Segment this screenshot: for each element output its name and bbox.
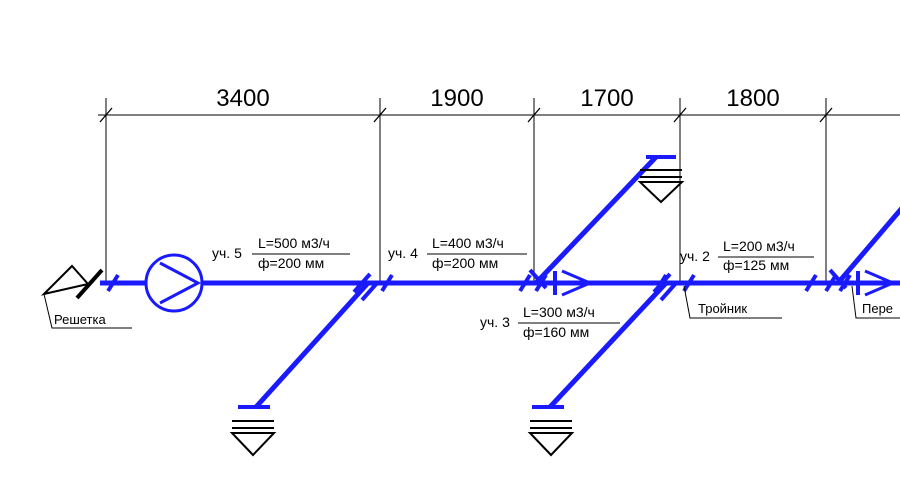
dimension-tick bbox=[819, 107, 833, 123]
dimension-value: 1900 bbox=[430, 85, 483, 112]
dimension-chain: 3400 1900 1700 1800 bbox=[98, 85, 900, 285]
dimension-tick bbox=[99, 107, 113, 123]
dimension-tick bbox=[373, 107, 387, 123]
tee-callout-text: Тройник bbox=[698, 301, 747, 316]
diffuser-icon bbox=[229, 432, 277, 457]
dimension-tick bbox=[527, 107, 541, 123]
fan-icon bbox=[144, 253, 204, 313]
section-name: уч. 3 bbox=[480, 314, 510, 330]
diffuser-icon bbox=[527, 432, 575, 457]
duct-joint bbox=[106, 273, 120, 293]
terminal-symbol bbox=[637, 169, 685, 204]
section-name: уч. 2 bbox=[680, 248, 710, 264]
fan-symbol bbox=[144, 253, 204, 313]
branch-duct bbox=[828, 206, 900, 290]
section-label-5: уч. 5 L=500 м3/ч ф=200 мм bbox=[212, 235, 350, 271]
section-flow: L=400 м3/ч bbox=[432, 235, 504, 251]
dimension-value: 1700 bbox=[580, 85, 633, 112]
branch-duct bbox=[528, 155, 676, 290]
branch-duct bbox=[532, 272, 679, 409]
diffuser-icon bbox=[637, 181, 685, 204]
flow-arrow-icon bbox=[553, 269, 594, 297]
section-label-4: уч. 4 L=400 м3/ч ф=200 мм bbox=[388, 235, 527, 271]
grille-flange-icon bbox=[75, 268, 104, 300]
dimension-value: 1800 bbox=[726, 85, 779, 112]
section-diameter: ф=160 мм bbox=[523, 324, 589, 340]
tee-callout: Тройник bbox=[683, 285, 782, 319]
section-name: уч. 5 bbox=[212, 245, 242, 261]
grille-symbol bbox=[40, 264, 104, 300]
flow-arrow-icon bbox=[856, 269, 897, 297]
terminal-symbol bbox=[527, 420, 575, 457]
grille-icon bbox=[40, 264, 90, 296]
terminal-symbol bbox=[229, 420, 277, 457]
branch-duct bbox=[238, 272, 380, 409]
dimension-tick bbox=[673, 107, 687, 123]
section-flow: L=200 м3/ч bbox=[723, 238, 795, 254]
section-flow: L=300 м3/ч bbox=[523, 304, 595, 320]
fan-arrow-icon bbox=[159, 261, 202, 305]
section-label-3: уч. 3 L=300 м3/ч ф=160 мм bbox=[480, 304, 620, 340]
section-diameter: ф=200 мм bbox=[432, 255, 498, 271]
transition-callout-text: Пере bbox=[862, 301, 893, 316]
section-diameter: ф=125 мм bbox=[723, 257, 789, 273]
transition-callout: Пере bbox=[851, 285, 900, 319]
section-flow: L=500 м3/ч bbox=[258, 235, 330, 251]
dimension-value: 3400 bbox=[216, 85, 269, 112]
section-label-2: уч. 2 L=200 м3/ч ф=125 мм bbox=[680, 238, 814, 273]
section-name: уч. 4 bbox=[388, 245, 418, 261]
grille-callout: Решетка bbox=[43, 293, 132, 329]
grille-callout-text: Решетка bbox=[54, 312, 106, 327]
section-diameter: ф=200 мм bbox=[258, 255, 324, 271]
